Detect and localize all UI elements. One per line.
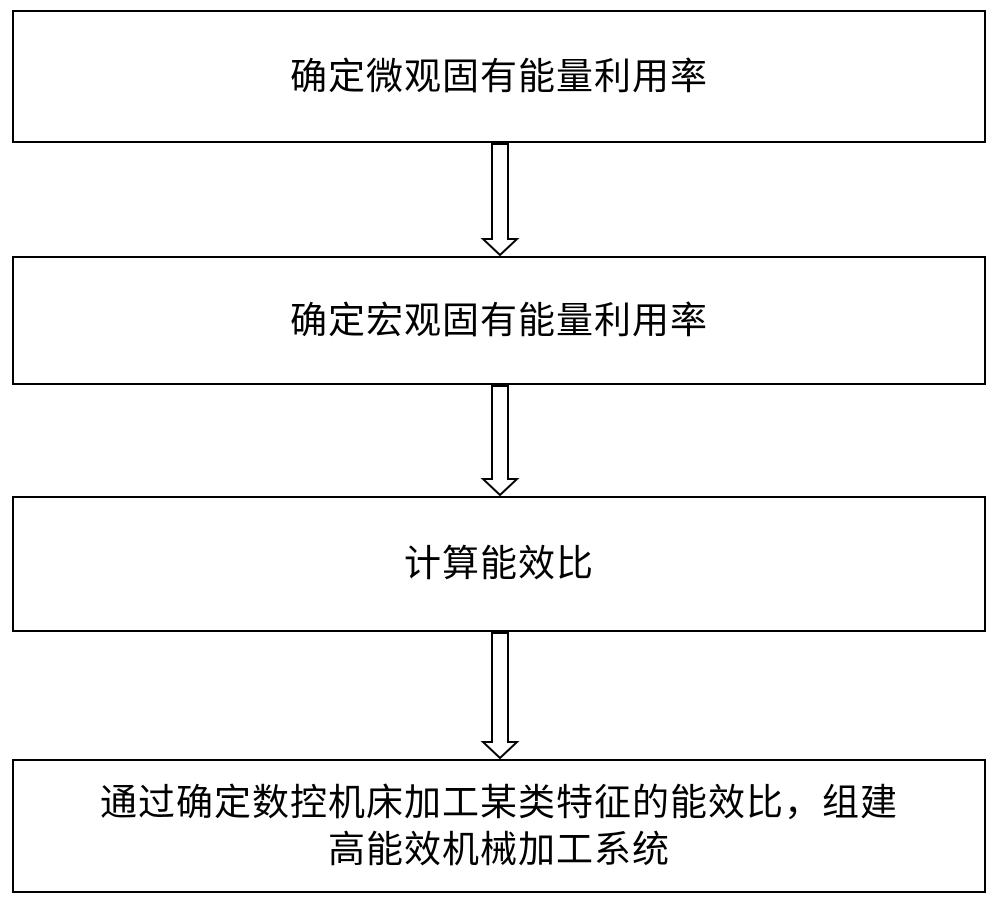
down-arrow-icon bbox=[480, 143, 520, 256]
arrow-shape bbox=[483, 144, 517, 255]
step-box-macro-energy-utilization: 确定宏观固有能量利用率 bbox=[12, 256, 986, 385]
step-text-line-2: 高能效机械加工系统 bbox=[100, 826, 898, 873]
step-box-energy-efficiency-ratio: 计算能效比 bbox=[12, 496, 986, 632]
step-text: 确定微观固有能量利用率 bbox=[290, 53, 708, 100]
step-text-line-1: 通过确定数控机床加工某类特征的能效比，组建 bbox=[100, 779, 898, 826]
step-text: 计算能效比 bbox=[404, 540, 594, 587]
step-text: 确定宏观固有能量利用率 bbox=[290, 297, 708, 344]
step-box-micro-energy-utilization: 确定微观固有能量利用率 bbox=[12, 10, 986, 143]
down-arrow-icon bbox=[480, 385, 520, 496]
step-box-build-system: 通过确定数控机床加工某类特征的能效比，组建 高能效机械加工系统 bbox=[12, 759, 986, 893]
step-text-block: 通过确定数控机床加工某类特征的能效比，组建 高能效机械加工系统 bbox=[100, 779, 898, 874]
arrow-shape bbox=[483, 386, 517, 495]
down-arrow-icon bbox=[480, 632, 520, 759]
arrow-shape bbox=[483, 633, 517, 758]
